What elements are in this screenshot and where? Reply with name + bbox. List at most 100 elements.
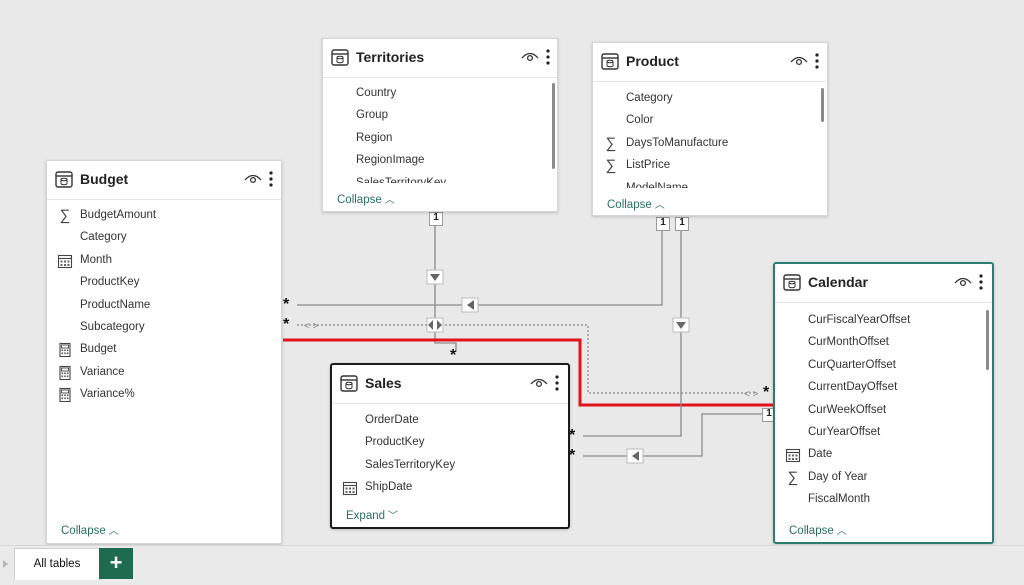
field-row[interactable]: CurFiscalYearOffset [775,310,992,332]
scroll-left-icon[interactable] [3,560,8,568]
collapse-button[interactable]: Collapse︿ [61,525,119,537]
field-name: CurrentDayOffset [808,381,898,394]
table-title: Budget [80,171,129,187]
filter-direction-arrow [426,269,444,285]
field-row[interactable]: Region [323,128,557,150]
field-row[interactable]: RegionImage [323,150,557,172]
field-row[interactable]: SalesTerritoryKey [323,173,557,183]
table-icon [331,49,349,66]
table-header[interactable]: Territories [323,39,557,78]
field-row[interactable]: CurMonthOffset [775,332,992,354]
field-name: BudgetAmount [80,209,157,221]
field-row[interactable]: ShipDate [332,477,568,499]
field-name: CurWeekOffset [808,403,887,416]
field-row[interactable]: FiscalMonth [775,489,992,510]
svg-text:< >: < > [744,389,759,400]
collapse-button[interactable]: Collapse︿ [607,199,665,211]
field-row[interactable]: Subcategory [47,317,281,339]
field-name: Subcategory [80,321,145,333]
eye-icon[interactable] [530,377,548,389]
field-row[interactable]: ∑ Day of Year [775,467,992,489]
field-row[interactable]: Variance [47,362,281,384]
add-layout-button[interactable]: + [99,548,133,579]
collapse-button[interactable]: Collapse︿ [337,194,395,206]
field-name: CurMonthOffset [808,336,889,349]
field-row[interactable]: Category [593,88,827,110]
collapse-button[interactable]: Collapse︿ [789,525,847,537]
expand-button[interactable]: Expand﹀ [346,510,399,522]
more-options-icon[interactable] [814,52,820,70]
field-row[interactable]: CurrentDayOffset [775,377,992,399]
sum-icon: ∑ [787,468,799,486]
more-options-icon[interactable] [268,170,274,188]
more-options-icon[interactable] [545,48,551,66]
table-title: Sales [365,375,402,391]
field-name: SalesTerritoryKey [365,458,456,471]
field-row[interactable]: Color [593,110,827,132]
field-row[interactable]: ProductKey [47,272,281,294]
field-name: Category [80,231,127,244]
field-row[interactable]: CurYearOffset [775,422,992,444]
table-header[interactable]: Product [593,43,827,82]
table-header[interactable]: Calendar [775,264,992,303]
field-name: ProductKey [80,276,140,289]
field-name: FiscalMonth [808,493,870,506]
cardinality-many: * [283,316,290,333]
field-row[interactable]: Group [323,105,557,127]
field-name: Country [356,87,397,99]
eye-icon[interactable] [521,51,539,63]
field-name: Category [626,92,673,104]
scrollbar[interactable] [552,83,555,169]
field-row[interactable]: Category [47,227,281,249]
eye-icon[interactable] [790,55,808,67]
field-name: CurYearOffset [808,426,881,438]
field-name: Budget [80,343,117,356]
field-row[interactable]: ∑ListPrice [593,155,827,177]
field-row[interactable]: SalesTerritoryKey [332,455,568,477]
field-row[interactable]: ∑BudgetAmount [47,205,281,227]
scrollbar[interactable] [986,310,989,370]
field-row[interactable]: ∑DaysToManufacture [593,133,827,155]
table-header[interactable]: Sales [332,365,568,404]
eye-icon[interactable] [954,276,972,288]
tab-bar: All tables + [0,545,1024,585]
field-name: Color [626,114,654,127]
table-header[interactable]: Budget [47,161,281,200]
more-options-icon[interactable] [554,374,560,392]
field-name: Day of Year [808,470,868,483]
field-row[interactable]: Month [47,250,281,272]
sum-icon: ∑ [605,157,617,175]
svg-text:< >: < > [304,321,319,332]
field-row[interactable]: ProductName [47,295,281,317]
field-row[interactable]: OrderDate [332,410,568,432]
table-title: Calendar [808,274,868,290]
field-row[interactable]: CurQuarterOffset [775,355,992,377]
model-canvas[interactable]: < > < > 1 1 1 1 * * * * * * Territories … [0,0,1024,545]
field-row[interactable]: CurWeekOffset [775,400,992,422]
field-row[interactable]: ModelName [593,178,827,188]
field-row[interactable]: Date [775,444,992,466]
field-row[interactable]: Variance% [47,384,281,406]
tab-all-tables[interactable]: All tables [14,548,100,580]
field-name: SalesTerritoryKey [356,176,447,183]
field-row[interactable]: Country [323,83,557,105]
filter-direction-arrow [672,317,690,333]
table-icon [783,274,801,291]
scrollbar[interactable] [821,88,824,122]
field-name: Region [356,131,393,144]
field-name: Date [808,448,833,461]
more-options-icon[interactable] [978,273,984,291]
field-name: Variance% [80,388,135,401]
field-row[interactable]: ProductKey [332,432,568,454]
field-name: ModelName [626,181,688,188]
eye-icon[interactable] [244,173,262,185]
field-row[interactable]: Budget [47,339,281,361]
cardinality-one: 1 [656,217,670,231]
calendar-icon [785,447,801,463]
